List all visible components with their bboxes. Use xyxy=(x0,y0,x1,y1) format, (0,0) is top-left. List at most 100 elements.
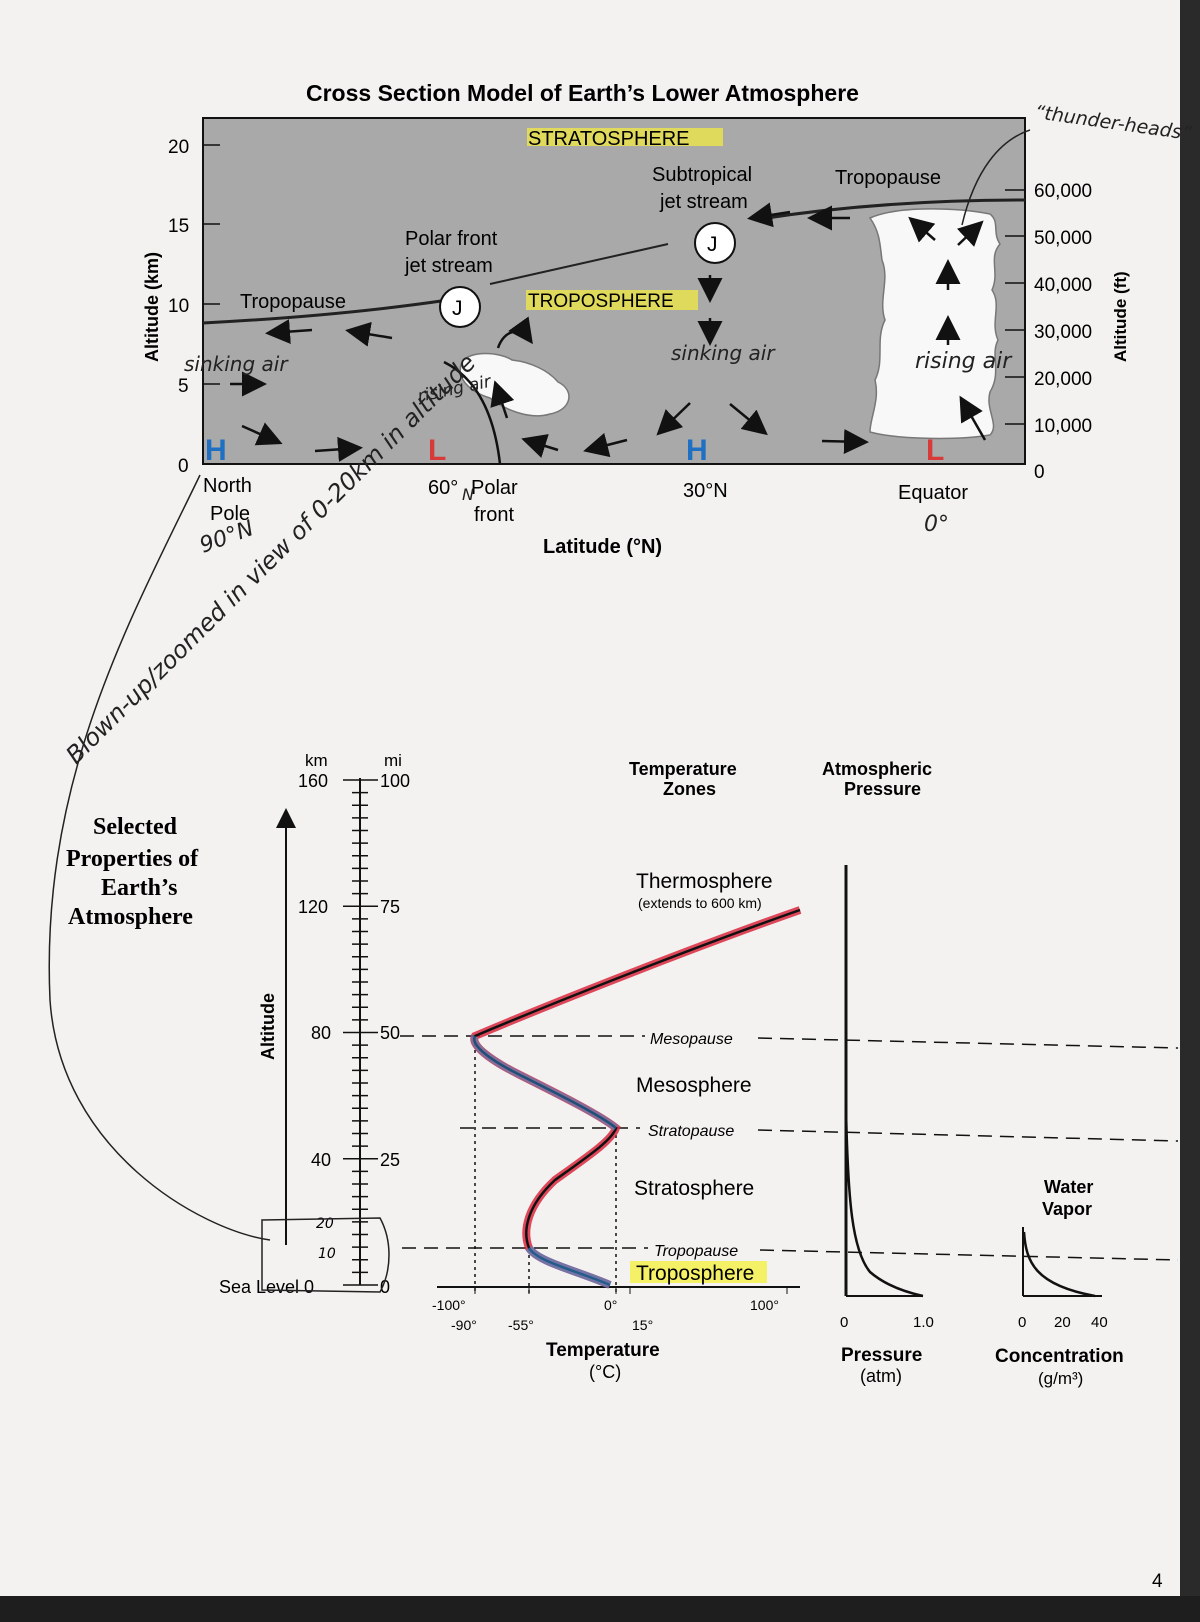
temperature-guides xyxy=(474,1036,617,1295)
zone-mesosphere: Mesosphere xyxy=(636,1074,752,1097)
hand-sinking-air-30: sinking air xyxy=(671,341,776,365)
low-pressure-60n: L xyxy=(428,434,446,467)
svg-text:(atm): (atm) xyxy=(860,1366,902,1386)
svg-text:Atmosphere: Atmosphere xyxy=(68,904,193,930)
svg-text:20: 20 xyxy=(316,1216,334,1232)
svg-text:40: 40 xyxy=(311,1150,331,1170)
hand-n-mark: N xyxy=(462,485,474,504)
polar-jet-symbol: J xyxy=(439,286,481,328)
cross-section-title: Cross Section Model of Earth’s Lower Atm… xyxy=(306,80,859,106)
tropopause-line-right xyxy=(759,198,1026,221)
zone-troposphere: Troposphere xyxy=(636,1262,754,1285)
svg-text:J: J xyxy=(452,297,463,320)
zone-thermosphere-note: (extends to 600 km) xyxy=(638,895,762,911)
pressure-header-2: Pressure xyxy=(844,779,921,799)
svg-text:10: 10 xyxy=(318,1246,336,1262)
svg-text:20: 20 xyxy=(1054,1314,1071,1331)
ft-tick-20000: 20,000 xyxy=(1034,369,1092,390)
svg-text:-90°: -90° xyxy=(451,1317,477,1333)
troposphere-highlight xyxy=(526,290,698,310)
high-pressure-pole: H xyxy=(205,434,227,467)
zone-stratopause: Stratopause xyxy=(648,1123,734,1140)
svg-text:Temperature: Temperature xyxy=(546,1340,660,1361)
equator-label: Equator xyxy=(898,482,968,504)
hand-rising-air-equator: rising air xyxy=(915,349,1013,374)
svg-text:0: 0 xyxy=(840,1314,848,1331)
temperature-zones-header-2: Zones xyxy=(663,779,716,799)
circulation-arrows xyxy=(230,202,987,462)
altitude-label: Altitude xyxy=(258,993,278,1060)
ft-tick-30000: 30,000 xyxy=(1034,322,1092,343)
high-pressure-30n: H xyxy=(686,434,708,467)
temperature-zones-header-1: Temperature xyxy=(629,759,737,779)
page-number: 4 xyxy=(1152,1571,1163,1592)
svg-text:100°: 100° xyxy=(750,1297,779,1313)
svg-text:mi: mi xyxy=(384,751,402,770)
x-axis-label: Latitude (°N) xyxy=(543,536,662,558)
hand-thunderheads: “thunder-heads” xyxy=(1033,101,1193,145)
y-tick-20: 20 xyxy=(168,137,189,158)
right-axis-label: Altitude (ft) xyxy=(1111,271,1130,362)
y-axis-label: Altitude (km) xyxy=(142,252,162,362)
y-tick-0: 0 xyxy=(178,456,189,477)
subtropical-jet-symbol: J xyxy=(694,222,736,264)
water-vapor-graph: Water Vapor 0 20 40 Concentration (g/m³) xyxy=(995,1177,1124,1388)
page-bottom-edge xyxy=(0,1596,1200,1622)
troposphere-curve-highlight xyxy=(525,1245,612,1289)
left-altitude-axis: 20 15 10 5 0 Altitude (km) xyxy=(142,137,220,477)
properties-title: Selected Properties of Earth’s Atmospher… xyxy=(66,814,199,930)
svg-text:(°C): (°C) xyxy=(589,1362,621,1382)
ft-tick-50000: 50,000 xyxy=(1034,228,1092,249)
right-altitude-axis: 60,000 50,000 40,000 30,000 20,000 10,00… xyxy=(1005,181,1130,483)
subtropical-jet-label-1: Subtropical xyxy=(652,164,752,186)
stratosphere-label: STRATOSPHERE xyxy=(528,128,690,150)
zone-thermosphere: Thermosphere xyxy=(636,870,773,893)
frontal-cloud xyxy=(459,352,570,417)
hand-zero-degrees: 0° xyxy=(924,512,949,537)
svg-text:Concentration: Concentration xyxy=(995,1346,1124,1367)
hand-zoom-connector xyxy=(48,474,271,1241)
thunderhead-cloud xyxy=(868,208,1001,440)
svg-text:(g/m³): (g/m³) xyxy=(1038,1369,1083,1388)
svg-text:120: 120 xyxy=(298,897,328,917)
stratosphere-highlight xyxy=(527,128,723,146)
polar-front-label-1: Polar xyxy=(471,477,518,499)
lat-60-label: 60° xyxy=(428,477,458,499)
ft-tick-0: 0 xyxy=(1034,462,1045,483)
svg-text:Earth’s: Earth’s xyxy=(101,875,177,901)
low-pressure-equator: L xyxy=(926,434,944,467)
ft-tick-10000: 10,000 xyxy=(1034,416,1092,437)
polar-jet-label-1: Polar front xyxy=(405,228,498,250)
north-pole-label-2: Pole xyxy=(210,503,250,525)
svg-text:-100°: -100° xyxy=(432,1297,466,1313)
ft-tick-60000: 60,000 xyxy=(1034,181,1092,202)
svg-text:25: 25 xyxy=(380,1150,400,1170)
svg-text:75: 75 xyxy=(380,897,400,917)
subtropical-jet-label-2: jet stream xyxy=(659,191,748,213)
svg-text:J: J xyxy=(707,233,718,256)
page-edge xyxy=(1180,0,1200,1622)
svg-text:0: 0 xyxy=(380,1277,390,1297)
svg-text:15°: 15° xyxy=(632,1317,653,1333)
svg-text:0: 0 xyxy=(1018,1314,1026,1331)
hand-sinking-air-pole: sinking air xyxy=(184,352,289,376)
ft-tick-40000: 40,000 xyxy=(1034,275,1092,296)
svg-text:Pressure: Pressure xyxy=(841,1345,922,1366)
y-tick-10: 10 xyxy=(168,296,189,317)
svg-text:Water: Water xyxy=(1044,1177,1093,1197)
y-tick-5: 5 xyxy=(178,376,189,397)
y-tick-15: 15 xyxy=(168,216,189,237)
zone-stratosphere: Stratosphere xyxy=(634,1177,754,1200)
zone-tropopause: Tropopause xyxy=(654,1243,738,1260)
svg-text:50: 50 xyxy=(380,1023,400,1043)
polar-jet-pointer xyxy=(489,243,669,285)
troposphere-zone-highlight xyxy=(630,1261,767,1283)
pressure-graph: 0 1.0 Pressure (atm) xyxy=(840,865,934,1386)
svg-text:0°: 0° xyxy=(604,1297,617,1313)
polar-jet-label-2: jet stream xyxy=(404,255,493,277)
polar-front-label-2: front xyxy=(474,504,514,526)
hand-thunderhead-pointer xyxy=(961,129,1031,226)
pressure-header-1: Atmospheric xyxy=(822,759,932,779)
north-pole-label-1: North xyxy=(203,475,252,497)
